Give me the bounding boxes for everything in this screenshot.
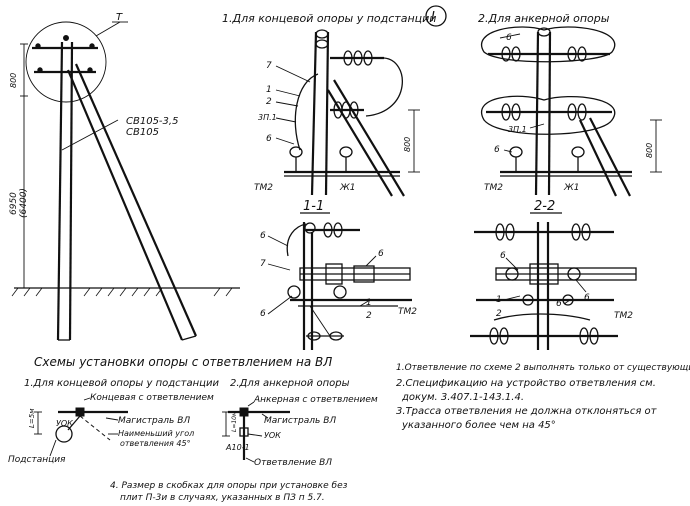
dim-6950: 6950 [9, 192, 19, 215]
branch-loop [294, 73, 319, 151]
s1-callout-3p1: 3П.1 [258, 113, 277, 122]
section-2-elevation: 2.Для анкерной опоры 6 3П.1 6 ТМ2 Ж1 [478, 12, 662, 214]
section-2-plan: 6 1 2 6 6 ТМ2 [470, 222, 637, 350]
insulator-string-mid [330, 101, 364, 119]
p2-callout-6b: 6 [556, 299, 562, 309]
s2-callout-3p1: 3П.1 [508, 125, 527, 134]
scheme1-end-label: Концевая с ответвлением [90, 393, 214, 403]
p1-callout-2: 2 [366, 311, 372, 321]
p2-callout-6c: 6 [584, 293, 590, 303]
scheme2-title: 2.Для анкерной опоры [230, 378, 350, 389]
s2-dim-800: 800 [645, 143, 654, 158]
pole-left-edge [56, 41, 64, 341]
scheme1-substation: Подстанция [8, 455, 66, 465]
upper-jumper-loop [481, 26, 616, 63]
schemes-heading: Схемы установки опоры с ответвлением на … [34, 355, 332, 369]
scheme1-angle-1: Наименьший угол [118, 429, 194, 438]
p1-callout-1: 1 [366, 298, 372, 308]
s1-x1-label: Ж1 [339, 183, 355, 193]
p1-callout-6b: 6 [260, 309, 266, 319]
note-4-line2: плит П-3и в случаях, указанных в ПЗ п 5.… [120, 493, 325, 503]
s2-x1-label: Ж1 [563, 183, 579, 193]
callout-t: Т [116, 12, 123, 23]
scheme2-main-label: Магистраль ВЛ [264, 416, 336, 426]
s1-callout-2: 2 [266, 97, 272, 107]
p1-callout-6a: 6 [260, 231, 266, 241]
scheme2-branch-label: Ответвление ВЛ [254, 458, 332, 468]
scheme1-angle-2: ответвления 45° [120, 439, 191, 448]
s1-callout-1: 1 [266, 85, 272, 95]
label-cb105: СВ105 [126, 127, 159, 138]
note-2-line2: докум. 3.407.1-143.1.4. [401, 392, 524, 403]
note-3-line1: 3.Трасса ответвления не должна отклонять… [396, 406, 658, 417]
scheme2-anchor-label: Анкерная с ответвлением [253, 395, 378, 405]
s1-callout-6: 6 [266, 134, 272, 144]
s1-callout-7: 7 [266, 61, 272, 71]
p1-callout-6c: 6 [378, 249, 384, 259]
p2-callout-6a: 6 [500, 251, 506, 261]
ground-hatching [11, 287, 233, 297]
s1-tm2-label: ТМ2 [254, 183, 273, 193]
scheme1-dim: L=5м [28, 408, 36, 428]
roman-marker-circle [425, 5, 447, 27]
section-1-plan: 6 7 6 6 1 2 ТМ2 [260, 222, 417, 350]
p2-tm2-label: ТМ2 [614, 311, 633, 321]
note-1: 1.Ответвление по схеме 2 выполнять тольк… [396, 363, 690, 373]
insulator-string-top [315, 29, 384, 66]
notes-block: 1.Ответвление по схеме 2 выполнять тольк… [396, 363, 690, 431]
s1-cut-label: 1-1 [303, 199, 324, 214]
p2-callout-2: 2 [496, 309, 502, 319]
scheme2-ydk: УОК [264, 431, 281, 440]
p1-callout-7: 7 [260, 259, 266, 269]
scheme2-dim: L=10м [231, 411, 238, 432]
scheme1-title: 1.Для концевой опоры у подстанции [24, 378, 219, 389]
note-4-line1: 4. Размер в скобках для опоры при устано… [110, 481, 348, 491]
s2-cut-label: 2-2 [534, 199, 555, 214]
strut-left-edge [66, 69, 184, 341]
p1-tm2-label: ТМ2 [398, 307, 417, 317]
s2-callout-6-top: 6 [506, 33, 512, 43]
roman-marker: I [431, 10, 435, 25]
s1-dim-800: 800 [403, 137, 412, 152]
s2-tm2-label: ТМ2 [484, 183, 503, 193]
section-1-elevation: 1.Для концевой опоры у подстанции [222, 12, 436, 214]
section2-title: 2.Для анкерной опоры [478, 12, 610, 25]
strut-right-edge [74, 63, 198, 337]
s2-callout-6-low: 6 [494, 145, 500, 155]
p2-callout-1: 1 [496, 295, 502, 305]
label-cb105-3-5: СВ105-3,5 [126, 116, 178, 127]
pin-insulators [289, 146, 353, 172]
dim-6400: (6400) [19, 188, 29, 218]
lower-jumper-loop [481, 95, 616, 135]
scheme1-ydk: УОК [56, 419, 73, 428]
installation-schemes: Схемы установки опоры с ответвлением на … [8, 355, 378, 503]
pole-right-edge [68, 41, 74, 341]
scheme2-a10: А10-1 [225, 443, 250, 452]
scheme1-main-label: Магистраль ВЛ [118, 416, 190, 426]
dim-800-left: 800 [9, 73, 18, 88]
left-pole-elevation: Т СВ105-3,5 СВ105 6950 (6400) 800 [9, 12, 240, 341]
detail-circle [25, 21, 107, 103]
note-2-line1: 2.Спецификацию на устройство ответвления… [396, 378, 656, 389]
note-3-line2: указанного более чем на 45° [401, 419, 556, 431]
section1-title: 1.Для концевой опоры у подстанции [222, 12, 436, 25]
